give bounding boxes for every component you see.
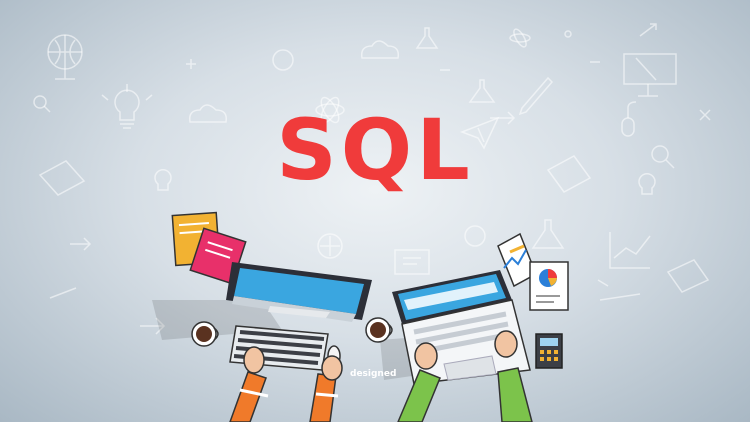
- mouse-icon: [621, 101, 637, 137]
- monitor-icon: [623, 53, 677, 97]
- arrow-icon: [70, 111, 609, 335]
- magnifier-icon: [33, 95, 675, 169]
- right-person-arms: [397, 330, 533, 422]
- chart-icon: [609, 232, 651, 269]
- left-person-arms: [229, 346, 343, 422]
- globe-icon: [47, 34, 83, 80]
- coffee-cup-left: [191, 321, 219, 347]
- laptop: [392, 270, 531, 385]
- book-icon: [38, 155, 710, 293]
- misc-doodles: [186, 30, 711, 275]
- calculator: [535, 333, 563, 369]
- coffee-cup-right: [365, 317, 393, 343]
- background-doodles: [33, 23, 711, 335]
- cloud-icon: [188, 40, 400, 123]
- pencil-icon: [49, 76, 641, 301]
- flask-icon: [415, 27, 565, 249]
- monitor-screen: [234, 268, 364, 314]
- lightbulb-icon: [101, 84, 153, 129]
- paper-plane-icon: [459, 23, 657, 150]
- atom-icon: [315, 28, 531, 124]
- desktop-monitor: [226, 262, 372, 322]
- page-title: SQL: [276, 101, 474, 199]
- chart-paper-pie: [529, 261, 569, 311]
- lightbulb-icon: [154, 169, 656, 195]
- chart-paper-line: [497, 232, 537, 288]
- watermark: designed: [350, 369, 397, 379]
